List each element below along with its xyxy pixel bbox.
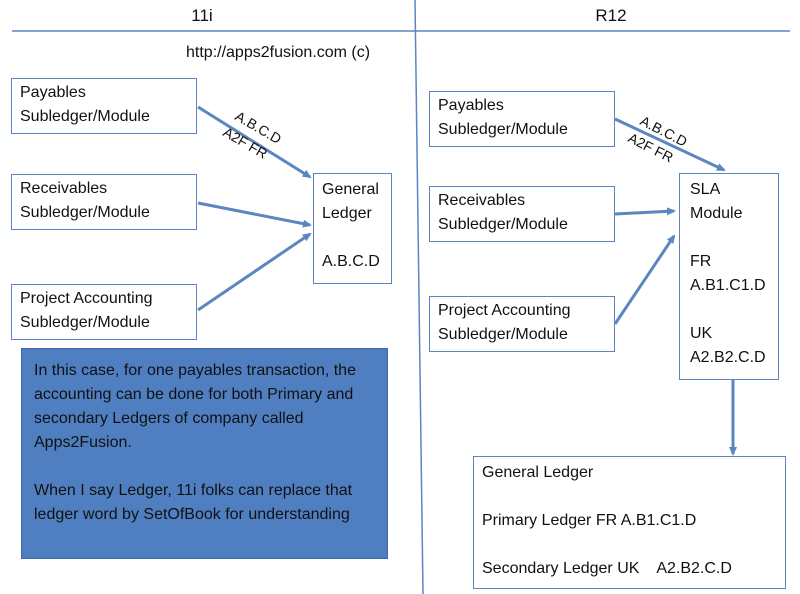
arrow-receivables-to-gl xyxy=(197,201,312,228)
explanation-note: In this case, for one payables transacti… xyxy=(21,348,388,559)
box-line: Module xyxy=(690,205,743,222)
arrow-payables-to-gl xyxy=(197,105,312,179)
box-line: Subledger/Module xyxy=(20,314,150,331)
general-ledger-box-r12: General Ledger Primary Ledger FR A.B1.C1… xyxy=(473,456,786,589)
payables-box-r12: Payables Subledger/Module xyxy=(429,91,615,147)
project-accounting-box-11i: Project Accounting Subledger/Module xyxy=(11,284,197,340)
box-line: UK xyxy=(690,325,713,342)
box-line xyxy=(690,226,768,250)
credit-text: http://apps2fusion.com (c) xyxy=(186,44,371,61)
column-divider xyxy=(414,0,424,594)
arrow-project-to-gl xyxy=(197,232,312,312)
box-line xyxy=(482,533,777,557)
receivables-box-11i: Receivables Subledger/Module xyxy=(11,174,197,230)
general-ledger-box-11i: General Ledger A.B.C.D xyxy=(313,173,392,284)
box-line: Payables xyxy=(20,84,86,101)
box-line: Receivables xyxy=(438,192,526,209)
box-line: Payables xyxy=(438,97,504,114)
box-line: A.B1.C1.D xyxy=(690,277,766,294)
box-line: Project Accounting xyxy=(438,302,571,319)
box-line: A.B.C.D xyxy=(322,253,380,270)
project-accounting-box-r12: Project Accounting Subledger/Module xyxy=(429,296,615,352)
box-line: General xyxy=(322,181,379,198)
column-heading-11i: 11i xyxy=(191,6,213,25)
box-line: Receivables xyxy=(20,180,108,197)
box-line: Project Accounting xyxy=(20,290,153,307)
box-line xyxy=(690,298,768,322)
box-line: Ledger xyxy=(322,205,372,222)
box-line: SLA xyxy=(690,181,721,198)
column-heading-r12: R12 xyxy=(595,6,627,25)
box-line: Subledger/Module xyxy=(20,108,150,125)
box-line: Subledger/Module xyxy=(438,121,568,138)
note-paragraph-1: In this case, for one payables transacti… xyxy=(34,362,356,451)
box-line: FR xyxy=(690,253,712,270)
note-paragraph-2: When I say Ledger, 11i folks can replace… xyxy=(34,482,353,523)
box-line: Primary Ledger FR A.B1.C1.D xyxy=(482,512,697,529)
arrow-r12-project-to-sla xyxy=(613,234,676,325)
box-line: General Ledger xyxy=(482,464,594,481)
box-line: Subledger/Module xyxy=(438,216,568,233)
arrow-r12-payables-to-sla xyxy=(614,117,726,172)
box-line xyxy=(322,226,383,250)
sla-module-box: SLA Module FR A.B1.C1.D UK A2.B2.C.D xyxy=(679,173,779,380)
box-line: Subledger/Module xyxy=(438,326,568,343)
box-line: A2.B2.C.D xyxy=(690,349,766,366)
box-line: Subledger/Module xyxy=(20,204,150,221)
box-line: Secondary Ledger UK A2.B2.C.D xyxy=(482,560,732,577)
payables-box-11i: Payables Subledger/Module xyxy=(11,78,197,134)
box-line xyxy=(482,485,777,509)
receivables-box-r12: Receivables Subledger/Module xyxy=(429,186,615,242)
arrow-r12-receivables-to-sla xyxy=(614,207,676,216)
